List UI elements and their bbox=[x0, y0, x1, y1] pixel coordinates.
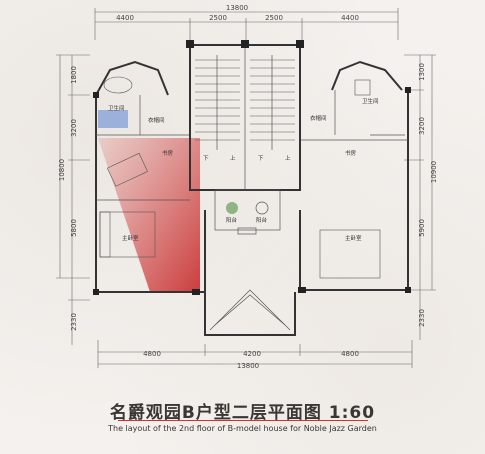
dim-bottom-total: 13800 bbox=[237, 362, 259, 370]
dim-right-bottom: 2330 bbox=[418, 309, 426, 327]
label-bath-right: 卫生间 bbox=[362, 97, 379, 105]
dim-left-seg-2: 3200 bbox=[70, 119, 78, 137]
label-stair-down-right: 下 bbox=[258, 155, 264, 162]
label-bath-left: 卫生间 bbox=[108, 104, 125, 112]
label-study-left: 书房 bbox=[162, 149, 174, 157]
label-closet-left: 衣帽间 bbox=[148, 116, 165, 124]
dim-right-seg-2: 3200 bbox=[418, 117, 426, 135]
label-stair-up-right: 上 bbox=[285, 154, 291, 162]
bottom-dimension: 4800 4200 4800 13800 bbox=[97, 340, 413, 370]
label-master-left: 主卧室 bbox=[122, 234, 139, 242]
right-dimension: 10900 1300 3200 5900 2330 bbox=[404, 54, 438, 340]
label-closet-right: 衣帽间 bbox=[310, 114, 327, 122]
stair-core bbox=[186, 40, 304, 191]
left-dimension: 10800 1800 3200 5800 2330 bbox=[56, 54, 90, 345]
dim-top-seg-1: 4400 bbox=[116, 14, 134, 22]
label-stair-down-left: 下 bbox=[203, 155, 209, 162]
dim-bottom-seg-2: 4200 bbox=[243, 350, 261, 358]
dim-top-seg-2: 2500 bbox=[209, 14, 227, 22]
red-shading bbox=[98, 138, 200, 292]
label-study-right: 书房 bbox=[345, 149, 357, 157]
dim-right-total: 10900 bbox=[430, 161, 438, 183]
label-stair-up-left: 上 bbox=[230, 154, 236, 162]
label-balcony-right: 阳台 bbox=[256, 216, 268, 224]
furniture bbox=[99, 76, 381, 279]
plan-title: 名爵观园B户型二层平面图 1:60 bbox=[109, 403, 376, 423]
entry-porch bbox=[204, 289, 296, 336]
label-master-right: 主卧室 bbox=[345, 234, 362, 242]
dim-left-total: 10800 bbox=[58, 159, 66, 181]
balconies bbox=[214, 189, 281, 235]
dim-left-seg-1: 1800 bbox=[70, 66, 78, 84]
left-wing-walls bbox=[93, 60, 206, 295]
right-wing-walls bbox=[298, 60, 411, 293]
dim-top-seg-4: 4400 bbox=[341, 14, 359, 22]
dim-top-total: 13800 bbox=[226, 4, 248, 12]
dim-top-seg-3: 2500 bbox=[265, 14, 283, 22]
dim-right-seg-3: 5900 bbox=[418, 219, 426, 237]
top-dimension: 13800 4400 2500 2500 4400 bbox=[94, 4, 399, 40]
title-divider bbox=[118, 420, 368, 421]
dim-bottom-seg-1: 4800 bbox=[143, 350, 161, 358]
dim-bottom-seg-3: 4800 bbox=[341, 350, 359, 358]
dim-left-bottom: 2330 bbox=[70, 313, 78, 331]
dim-right-seg-1: 1300 bbox=[418, 63, 426, 81]
dim-left-seg-3: 5800 bbox=[70, 219, 78, 237]
plan-subtitle: The layout of the 2nd floor of B-model h… bbox=[108, 424, 377, 433]
label-balcony-left: 阳台 bbox=[226, 216, 238, 224]
blue-shading bbox=[98, 110, 128, 128]
